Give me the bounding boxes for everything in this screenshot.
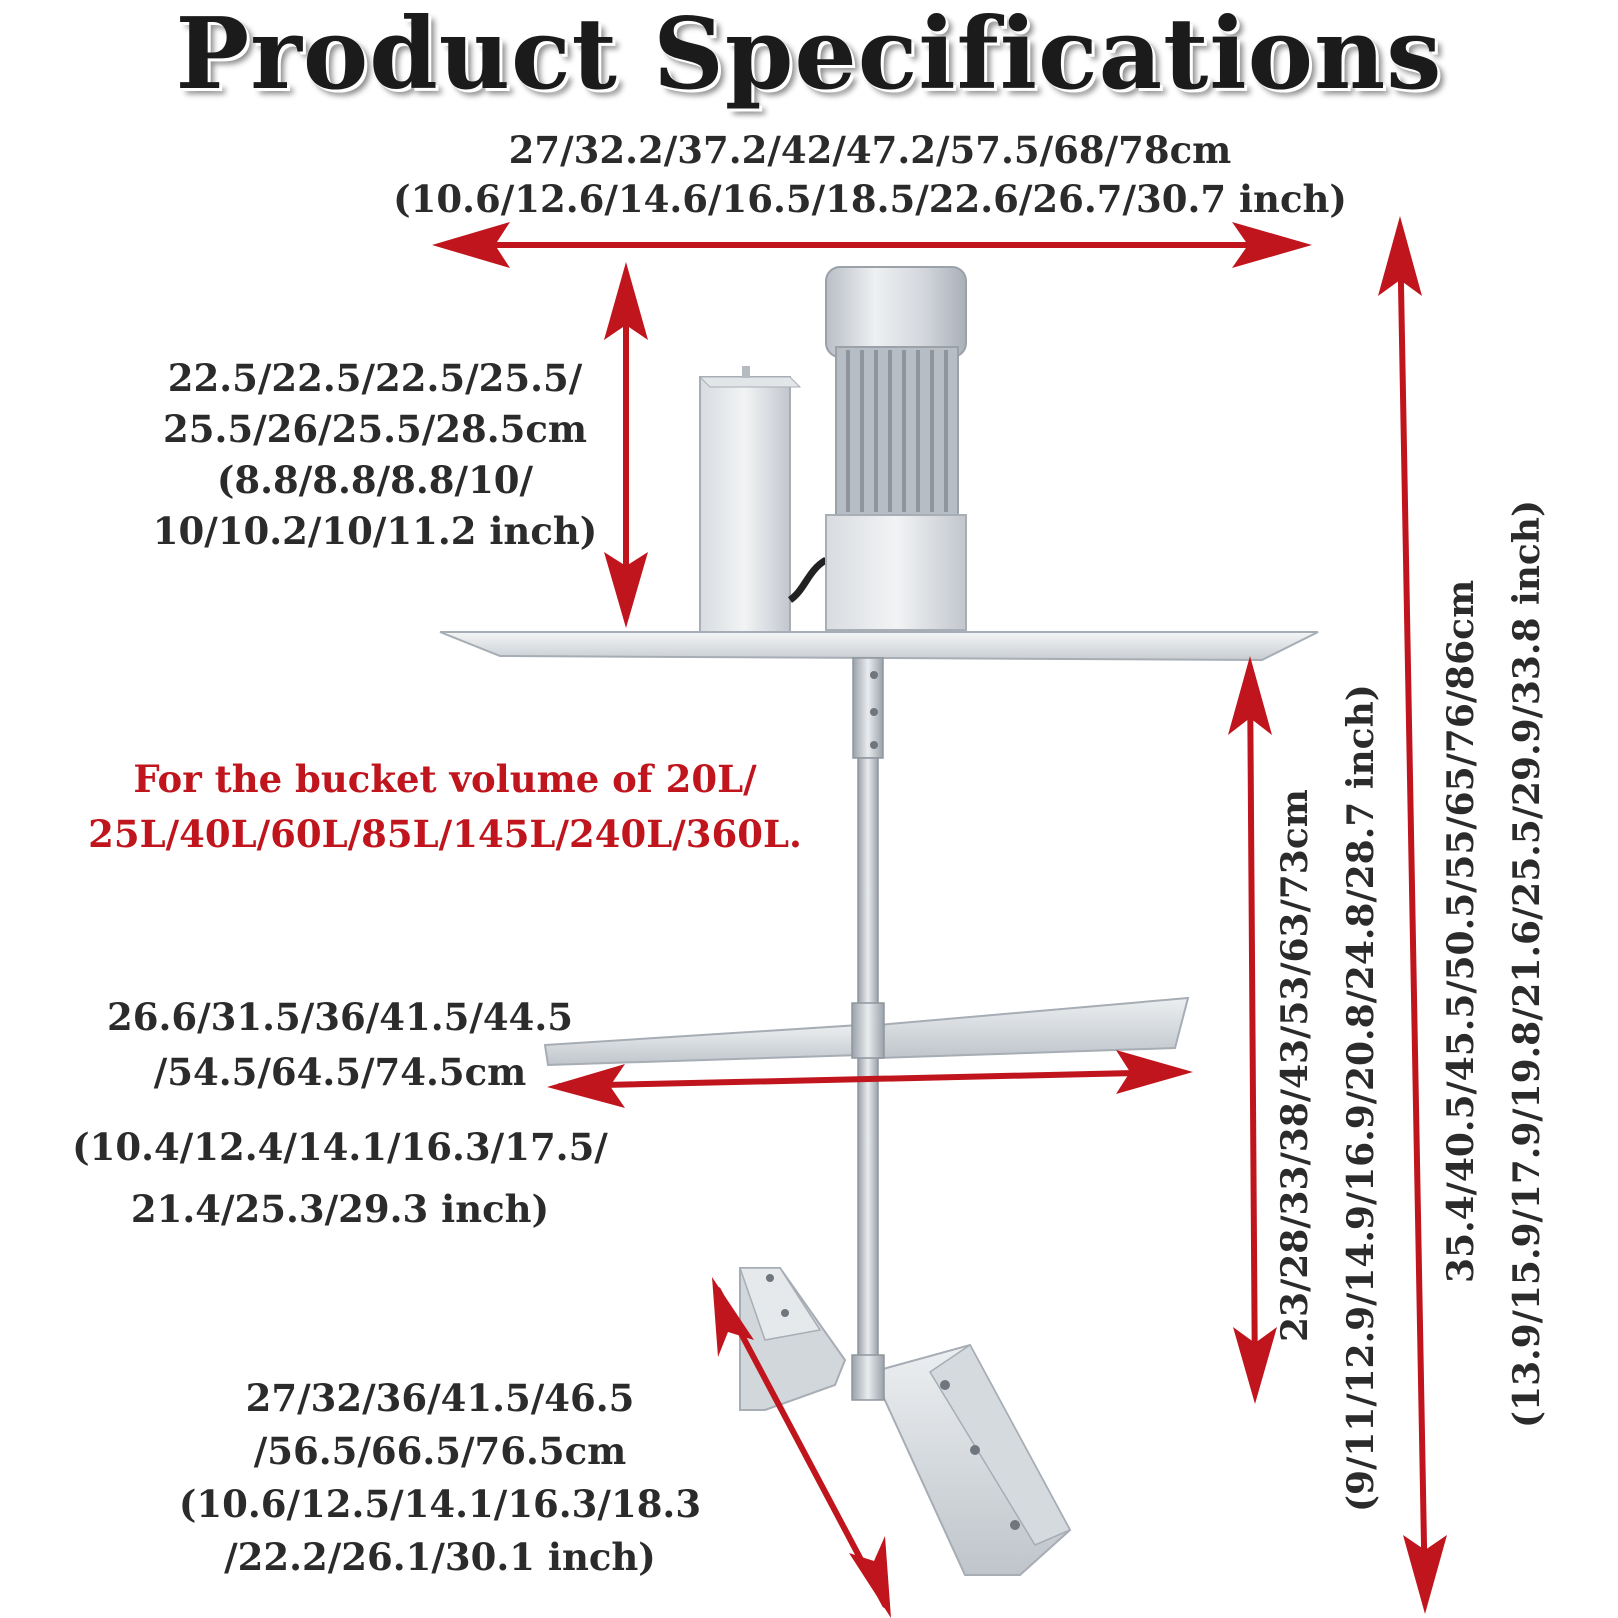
- upper-blade-line4: 21.4/25.3/29.3 inch): [130, 1187, 550, 1231]
- bucket-note-line1: For the bucket volume of 20L/: [133, 757, 757, 801]
- total-height-imperial: (13.9/15.9/17.9/19.8/21.6/25.5/29.9/33.8…: [1506, 499, 1548, 1428]
- upper-blade-line2: /54.5/64.5/74.5cm: [153, 1050, 527, 1094]
- lower-blade-line3: (10.6/12.5/14.1/16.3/18.3: [178, 1482, 702, 1526]
- shaft-length-metric: 23/28/33/38/43/53/63/73cm: [1274, 789, 1316, 1342]
- motor-height-line1: 22.5/22.5/22.5/25.5/: [167, 356, 583, 400]
- plate-width-imperial: (10.6/12.6/14.6/16.5/18.5/22.6/26.7/30.7…: [393, 177, 1347, 221]
- motor: [825, 266, 967, 631]
- lower-blade-label: 27/32/36/41.5/46.5 /56.5/66.5/76.5cm (10…: [160, 1372, 720, 1584]
- motor-height-label: 22.5/22.5/22.5/25.5/ 25.5/26/25.5/28.5cm…: [140, 353, 610, 557]
- lower-blade: [738, 1267, 1072, 1576]
- motor-height-line4: 10/10.2/10/11.2 inch): [152, 509, 598, 553]
- control-box: [698, 366, 828, 633]
- motor-height-line2: 25.5/26/25.5/28.5cm: [162, 407, 588, 451]
- upper-blade-label: 26.6/31.5/36/41.5/44.5 /54.5/64.5/74.5cm: [60, 990, 620, 1100]
- lower-blade-line1: 27/32/36/41.5/46.5: [245, 1376, 635, 1420]
- lower-blade-line2: /56.5/66.5/76.5cm: [253, 1429, 627, 1473]
- total-height-label: 35.4/40.5/45.5/50.5/55/65/76/86cm (13.9/…: [1428, 500, 1560, 1428]
- mounting-plate: [439, 631, 1319, 662]
- upper-blade-imperial-label: (10.4/12.4/14.1/16.3/17.5/ 21.4/25.3/29.…: [60, 1116, 620, 1240]
- shaft-length-imperial: (9/11/12.9/14.9/16.9/20.8/24.8/28.7 inch…: [1340, 684, 1382, 1512]
- lower-blade-line4: /22.2/26.1/30.1 inch): [224, 1535, 656, 1579]
- bucket-note-line2: 25L/40L/60L/85L/145L/240L/360L.: [88, 812, 802, 856]
- dimension-arrows: [432, 216, 1447, 1618]
- upper-blade-line1: 26.6/31.5/36/41.5/44.5: [106, 995, 573, 1039]
- plate-width-label: 27/32.2/37.2/42/47.2/57.5/68/78cm (10.6/…: [390, 126, 1350, 224]
- page-title: Product Specifications: [175, 0, 1443, 112]
- shaft-length-label: 23/28/33/38/43/53/63/73cm (9/11/12.9/14.…: [1262, 684, 1394, 1512]
- upper-blade-line3: (10.4/12.4/14.1/16.3/17.5/: [72, 1125, 608, 1169]
- motor-height-line3: (8.8/8.8/8.8/10/: [216, 458, 534, 502]
- bucket-volume-note: For the bucket volume of 20L/ 25L/40L/60…: [70, 752, 820, 862]
- plate-width-metric: 27/32.2/37.2/42/47.2/57.5/68/78cm: [508, 128, 1232, 172]
- upper-blade: [543, 996, 1190, 1067]
- total-height-metric: 35.4/40.5/45.5/50.5/55/65/76/86cm: [1440, 579, 1482, 1283]
